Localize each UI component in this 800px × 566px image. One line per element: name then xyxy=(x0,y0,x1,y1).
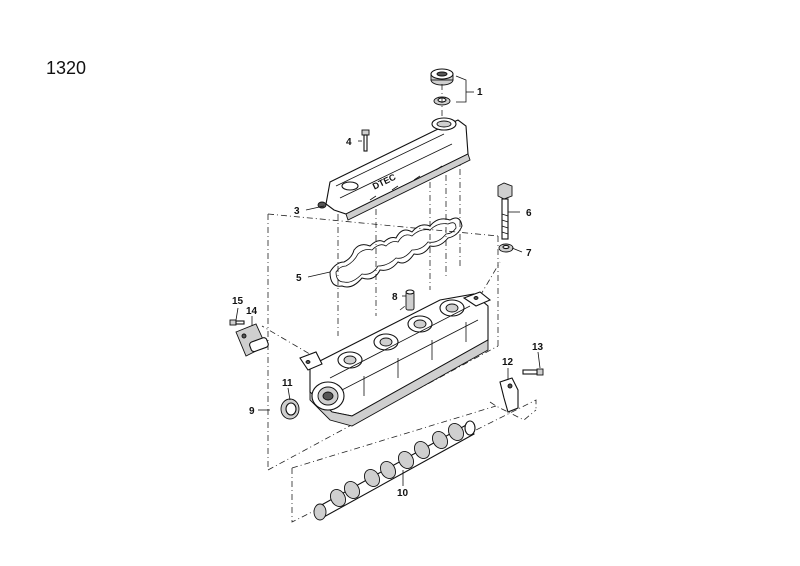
assembly-boundaries xyxy=(261,130,537,523)
cylinder-head-cover: DTEC xyxy=(317,117,471,221)
callout-14: 14 xyxy=(246,306,258,317)
callout-6: 6 xyxy=(526,208,532,219)
camshaft-housing xyxy=(299,291,492,427)
oil-seal xyxy=(280,398,300,420)
callout-1: 1 xyxy=(477,87,483,98)
cover-bolt xyxy=(361,129,370,152)
camshaft xyxy=(313,420,476,521)
callout-3: 3 xyxy=(294,206,300,217)
callout-8: 8 xyxy=(392,292,398,303)
callout-11: 11 xyxy=(282,378,293,389)
leader-lines xyxy=(235,75,541,486)
callout-12: 12 xyxy=(502,357,514,368)
callout-5: 5 xyxy=(296,273,302,284)
callout-13: 13 xyxy=(532,342,544,353)
cover-gasket xyxy=(329,217,463,288)
callout-4: 4 xyxy=(346,137,352,148)
callout-7: 7 xyxy=(526,248,532,259)
long-bolt xyxy=(497,182,513,240)
page-number: 1320 xyxy=(46,58,87,78)
sensor-screw xyxy=(229,319,245,326)
callout-10: 10 xyxy=(397,488,409,499)
callout-labels: 1 4 3 5 6 7 8 9 11 10 12 13 14 15 xyxy=(232,87,544,499)
position-sensor xyxy=(235,323,269,357)
oil-filler-cap xyxy=(430,68,454,86)
sleeve xyxy=(405,289,415,311)
callout-15: 15 xyxy=(232,296,244,307)
callout-9: 9 xyxy=(249,406,255,417)
bracket xyxy=(499,377,519,413)
bracket-bolt xyxy=(522,368,544,376)
washer xyxy=(498,243,514,253)
